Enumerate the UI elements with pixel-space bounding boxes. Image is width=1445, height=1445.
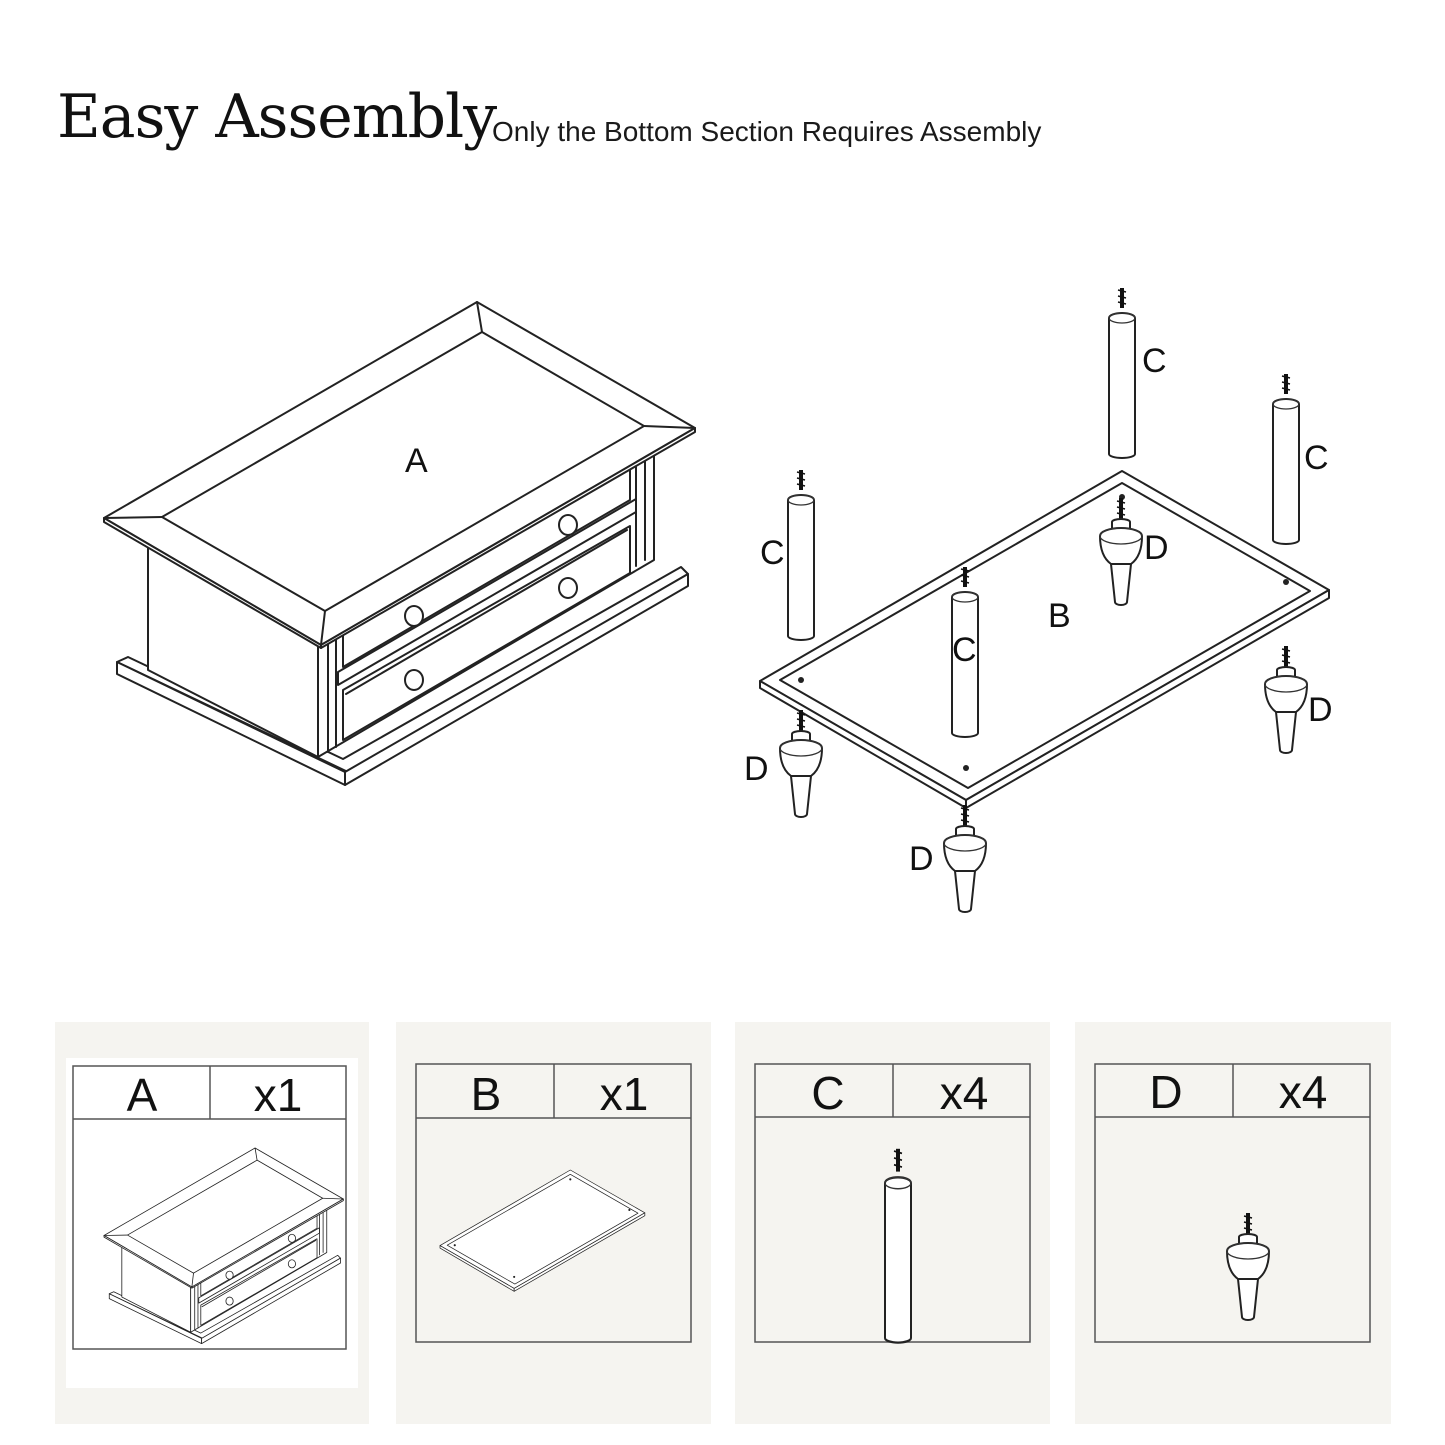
foot-drawing-left [778, 708, 824, 819]
foot-drawing-right [1263, 644, 1309, 755]
foot-drawing-front [942, 803, 988, 914]
part-card-quantity: x1 [254, 1069, 303, 1121]
leg-thumbnail [885, 1149, 911, 1343]
part-d-label: D [1144, 529, 1169, 567]
part-a-label: A [405, 442, 428, 480]
part-d-label: D [909, 840, 934, 878]
part-c-label: C [1142, 342, 1167, 380]
part-d-label: D [744, 750, 769, 788]
part-d-label: D [1308, 691, 1333, 729]
part-card-letter: A [127, 1069, 158, 1121]
part-card-letter: D [1149, 1066, 1182, 1118]
part-card-quantity: x4 [940, 1067, 989, 1119]
part-b-label: B [1048, 597, 1071, 635]
part-card-quantity: x4 [1279, 1066, 1328, 1118]
part-card-d: D x4 [1075, 1022, 1391, 1424]
part-c-label: C [1304, 439, 1329, 477]
leg-drawing-back [1107, 286, 1137, 460]
part-card-letter: C [811, 1067, 844, 1119]
page-title: Easy Assembly [57, 82, 497, 152]
part-card-b: B x1 [396, 1022, 711, 1424]
part-card-c: C x4 [735, 1022, 1050, 1424]
part-card-a: A x1 [55, 1022, 369, 1424]
leg-drawing-left [786, 468, 816, 642]
part-card-quantity: x1 [600, 1068, 649, 1120]
page-subtitle: Only the Bottom Section Requires Assembl… [492, 116, 1042, 147]
base-panel-drawing [759, 470, 1330, 809]
part-c-label: C [760, 534, 785, 572]
part-card-letter: B [471, 1068, 502, 1120]
leg-drawing-right [1271, 372, 1301, 546]
part-c-label: C [952, 631, 977, 669]
cabinet-drawing [103, 301, 696, 786]
